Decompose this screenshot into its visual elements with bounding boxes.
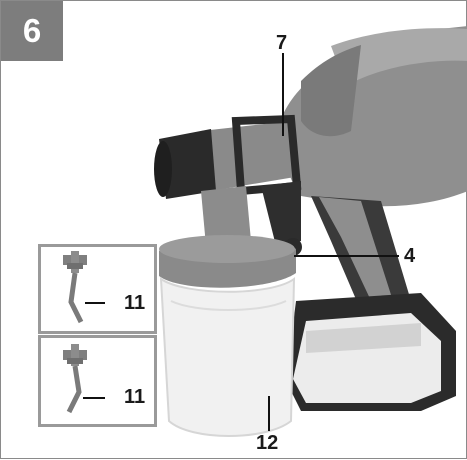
nozzle-body bbox=[201, 121, 301, 191]
nozzle-cap bbox=[159, 129, 216, 199]
suction-tube-icon bbox=[63, 251, 105, 324]
callout-11-bottom: 11 bbox=[124, 386, 146, 408]
callout-7: 7 bbox=[276, 32, 288, 54]
inset-top bbox=[38, 244, 157, 334]
figure-number-badge: 6 bbox=[1, 1, 63, 61]
callout-11-top: 11 bbox=[124, 292, 146, 314]
paint-container bbox=[159, 276, 296, 437]
callout-4: 4 bbox=[404, 245, 416, 267]
suction-tube-icon bbox=[63, 344, 105, 414]
inset-bottom bbox=[38, 335, 157, 427]
callout-12: 12 bbox=[256, 432, 279, 454]
